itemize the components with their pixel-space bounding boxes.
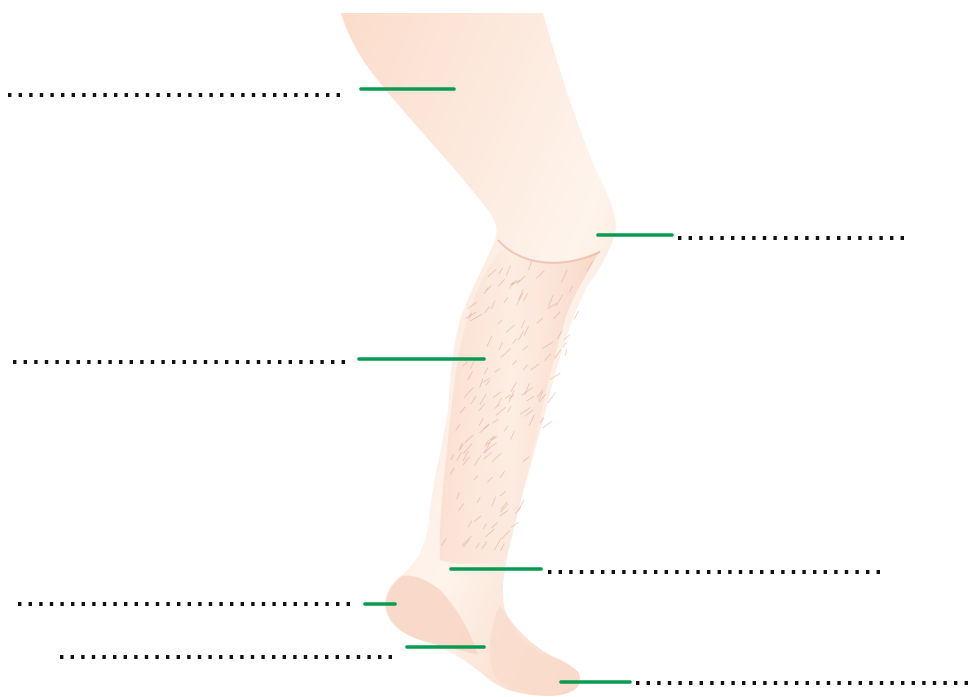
leg-illustration — [341, 13, 616, 696]
hair-stroke — [543, 421, 552, 428]
hair-stroke — [565, 350, 567, 356]
